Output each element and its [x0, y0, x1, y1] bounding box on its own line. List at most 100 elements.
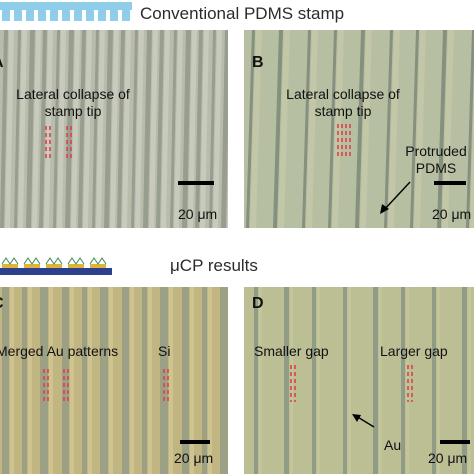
stripe-light	[200, 30, 209, 228]
stripe-light	[169, 287, 173, 474]
stripe-dark	[410, 30, 419, 228]
stripe-light	[96, 30, 105, 228]
micrograph-b	[244, 30, 474, 228]
stripe-light	[317, 287, 320, 474]
panel-label-d: D	[252, 295, 264, 312]
stripe-light	[83, 30, 92, 228]
molecule-mark	[67, 257, 85, 265]
annotation-larger-gap-d: Larger gap	[380, 343, 448, 359]
micrograph-d	[244, 287, 474, 474]
scalebar-a	[178, 181, 214, 185]
stripe-dark	[78, 30, 86, 228]
stripe-dark	[432, 287, 436, 474]
stripe-light	[149, 30, 158, 228]
stamp-tooth	[26, 10, 34, 21]
stripe-dark	[284, 287, 289, 474]
au-pattern	[90, 264, 106, 268]
scale-label-a: 20 μm	[178, 206, 218, 222]
stripe-dark	[122, 287, 129, 474]
stripe-light	[5, 30, 14, 228]
stripe-light	[388, 30, 400, 228]
stripe-light	[360, 30, 372, 228]
stripe-dark	[100, 287, 108, 474]
stripe-light	[259, 287, 262, 474]
stripe-dark	[209, 30, 216, 228]
stripe-dark	[0, 30, 8, 228]
stripe-dark	[92, 30, 99, 228]
stripe-light	[227, 178, 228, 228]
stripe-light	[468, 287, 471, 474]
stripe-light	[135, 30, 144, 228]
annotation-collapse-a: Lateral collapse of stamp tip	[16, 86, 130, 119]
stripe-light	[44, 30, 53, 228]
stripe-dark	[156, 30, 164, 228]
stripe-light	[442, 30, 454, 228]
stripe-dark	[246, 30, 255, 228]
micrograph-c	[0, 287, 228, 474]
stripe-dark	[14, 30, 21, 228]
stripe-dark	[202, 287, 207, 474]
micrograph-a	[0, 30, 228, 228]
stripe-dark	[65, 30, 74, 228]
stripe-light	[437, 287, 440, 474]
molecule-mark	[45, 257, 63, 265]
scalebar-d	[440, 440, 470, 444]
stripe-light	[306, 30, 318, 228]
stripe-light	[70, 287, 74, 474]
scale-label-d: 20 μm	[428, 450, 468, 466]
stripe-dark	[160, 287, 168, 474]
annotation-smaller-gap-d: Smaller gap	[254, 343, 329, 359]
scale-label-b: 20 μm	[432, 206, 472, 222]
stripe-light	[109, 287, 113, 474]
stripe-light	[28, 287, 32, 474]
stamp-tooth	[2, 10, 10, 21]
stripe-light	[32, 30, 41, 228]
stripe-dark	[437, 30, 447, 228]
stripe-dark	[39, 30, 47, 228]
stripe-dark	[143, 30, 152, 228]
stamp-body	[0, 2, 132, 10]
substrate-icon	[0, 257, 112, 275]
stripe-dark	[254, 287, 258, 474]
stripe-dark	[142, 287, 147, 474]
scale-label-c: 20 μm	[174, 450, 214, 466]
stripe-light	[213, 30, 222, 228]
panel-a: A Lateral collapse of stamp tip 20 μm	[0, 30, 228, 228]
stamp-tooth	[122, 10, 130, 21]
stripe-dark	[82, 287, 87, 474]
stripe-light	[71, 30, 80, 228]
panel-c: C Merged Au patterns Si 20 μm	[0, 287, 228, 474]
panel-label-c: C	[0, 295, 4, 313]
stripe-light	[332, 30, 344, 228]
stripe-dark	[195, 30, 203, 228]
stamp-tooth	[74, 10, 82, 21]
molecule-mark	[1, 257, 19, 265]
stripe-light	[88, 287, 92, 474]
stripe-dark	[40, 287, 48, 474]
au-pattern	[46, 264, 62, 268]
au-pattern	[2, 264, 18, 268]
stripe-light	[208, 287, 212, 474]
stripe-dark	[221, 30, 228, 228]
stripe-light	[470, 96, 474, 228]
stripe-dark	[466, 30, 474, 228]
stripe-dark	[62, 287, 69, 474]
molecule-mark	[89, 257, 107, 265]
annotation-merged-c: Merged Au patterns	[0, 343, 119, 359]
stripe-dark	[220, 287, 228, 474]
panel-b: B Lateral collapse of stamp tip Protrude…	[244, 30, 474, 228]
stripe-dark	[104, 30, 113, 228]
stripe-light	[49, 287, 53, 474]
stripe-dark	[373, 287, 378, 474]
annotation-si-c: Si	[158, 343, 171, 359]
stamp-tooth	[14, 10, 22, 21]
panel-label-a: A	[0, 54, 4, 72]
au-pattern	[24, 264, 40, 268]
stripe-dark	[401, 287, 405, 474]
stripe-dark	[273, 30, 283, 228]
stripe-dark	[2, 287, 9, 474]
stamp-tooth	[98, 10, 106, 21]
stripe-light	[190, 287, 194, 474]
stamp-icon	[0, 2, 132, 21]
stripe-light	[414, 30, 426, 228]
